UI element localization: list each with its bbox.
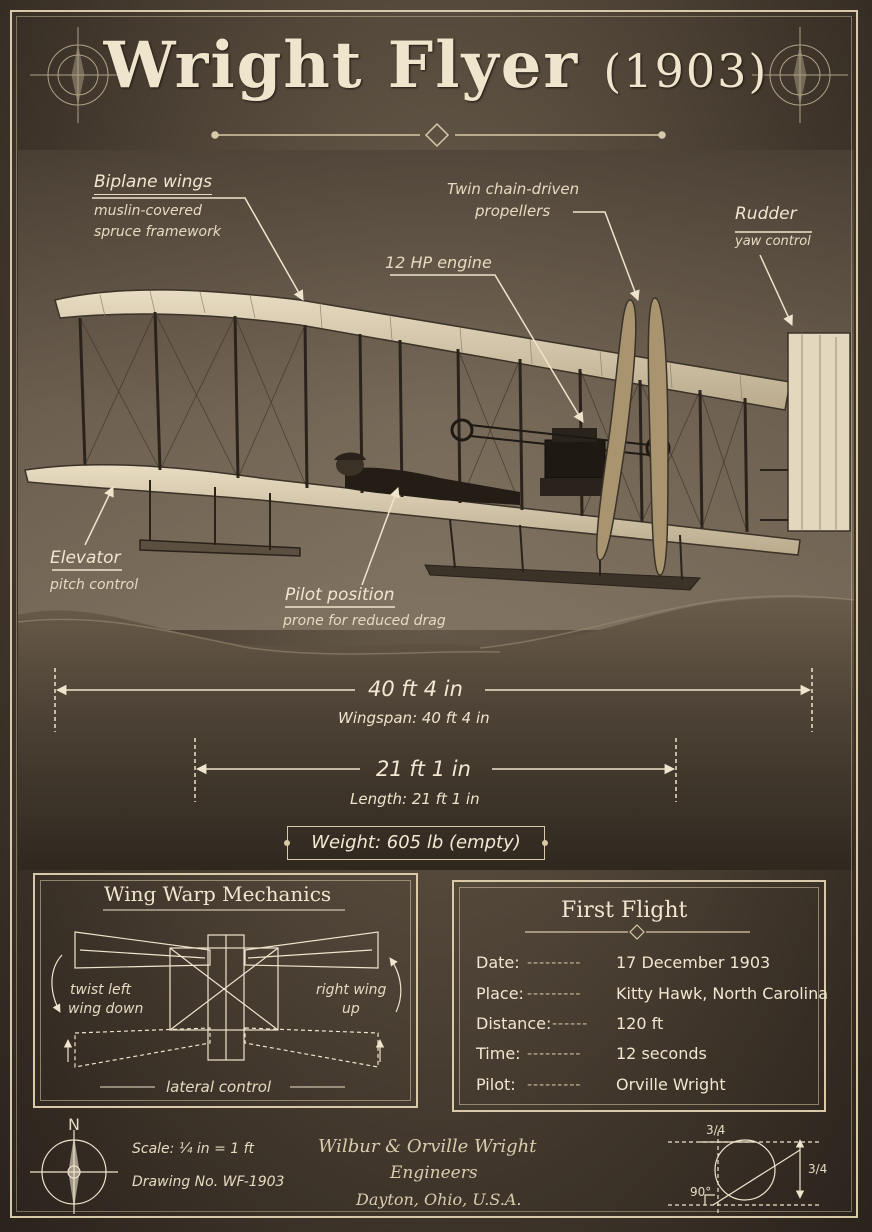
callout-propellers-line1: Twin chain-driven	[447, 180, 580, 198]
callout-rudder: Rudder	[735, 204, 797, 224]
geometry-right-label: 3/4	[808, 1162, 828, 1176]
dimension-lines	[54, 668, 813, 802]
wing-warp-right-note1: right wing	[316, 982, 387, 998]
callout-rudder-sub: yaw control	[735, 234, 811, 249]
leader-dots: ---------	[527, 955, 582, 971]
first-flight-title: First Flight	[561, 898, 688, 923]
compass-north-letter: N	[68, 1115, 80, 1134]
poster-frame	[10, 10, 858, 1218]
first-flight-distance-label: Distance:	[476, 1014, 552, 1033]
first-flight-date-label: Date:	[476, 953, 520, 972]
dunes-ground	[18, 597, 854, 870]
first-flight-time-value: 12 seconds	[616, 1044, 707, 1063]
page-title: Wright Flyer (1903)	[0, 28, 872, 103]
wing-warp-caption: lateral control	[166, 1078, 272, 1096]
callout-elevator-sub: pitch control	[50, 577, 139, 593]
first-flight-ornament	[525, 924, 750, 940]
compass-rose-top-right	[752, 27, 848, 123]
first-flight-pilot-value: Orville Wright	[616, 1075, 726, 1094]
rudder	[787, 332, 851, 532]
leader-dots: ---------	[527, 1046, 582, 1062]
first-flight-panel	[452, 880, 826, 1112]
wingspan-value: 40 ft 4 in	[368, 677, 463, 701]
length-caption: Length: 21 ft 1 in	[350, 790, 480, 808]
callout-biplane-wings: Biplane wings	[94, 172, 213, 195]
first-flight-date-value: 17 December 1903	[616, 953, 771, 972]
callout-pilot-position-sub: prone for reduced drag	[283, 613, 446, 629]
first-flight-distance-value: 120 ft	[616, 1014, 664, 1033]
wing-warp-panel	[33, 873, 418, 1108]
leader-dots: ------	[552, 1016, 589, 1032]
callout-biplane-wings-sub1: muslin-covered	[94, 203, 202, 219]
credit-line1: Wilbur & Orville Wright	[318, 1136, 537, 1157]
wingspan-caption: Wingspan: 40 ft 4 in	[338, 709, 490, 727]
compass-rose-top-left	[30, 27, 126, 123]
compass-north	[30, 1130, 118, 1214]
callout-elevator: Elevator	[50, 548, 121, 568]
title-ornament	[211, 122, 666, 148]
wing-warp-diagram	[51, 909, 402, 1088]
first-flight-place-value: Kitty Hawk, North Carolina	[616, 984, 829, 1003]
first-flight-place-label: Place:	[476, 984, 524, 1003]
pilot-figure	[334, 452, 520, 505]
credit-line2: Engineers	[390, 1163, 478, 1183]
poster-frame-inner	[16, 16, 852, 1212]
callout-pilot-position: Pilot position	[285, 585, 395, 605]
wing-warp-left-note1: twist left	[70, 982, 131, 998]
length-value: 21 ft 1 in	[376, 757, 471, 781]
propellers	[596, 297, 669, 576]
leader-dots: ---------	[527, 1077, 582, 1093]
wing-warp-right-note2: up	[342, 1001, 360, 1017]
aircraft-illustration	[24, 289, 851, 591]
weight-box: Weight: 605 lb (empty)	[287, 826, 545, 860]
wing-warp-title: Wing Warp Mechanics	[104, 882, 332, 906]
callout-propellers-line2: propellers	[475, 202, 551, 220]
credit-line3: Dayton, Ohio, U.S.A.	[356, 1190, 522, 1209]
first-flight-time-label: Time:	[476, 1044, 521, 1063]
leader-dots: ---------	[527, 986, 582, 1002]
first-flight-pilot-label: Pilot:	[476, 1075, 516, 1094]
title-year: (1903)	[603, 44, 769, 98]
title-main: Wright Flyer	[103, 28, 580, 103]
scale-note: Scale: ¼ in = 1 ft	[132, 1141, 255, 1157]
drawing-number: Drawing No. WF-1903	[132, 1174, 285, 1190]
callout-engine: 12 HP engine	[385, 253, 492, 272]
engine	[450, 418, 671, 496]
upper-wing	[54, 289, 791, 411]
geometry-diagram	[668, 1132, 820, 1215]
geometry-top-label: 3/4	[706, 1123, 726, 1137]
callout-lines	[52, 197, 812, 608]
geometry-angle-label: 90°	[690, 1185, 712, 1199]
wing-warp-left-note2: wing down	[68, 1001, 144, 1017]
callout-biplane-wings-sub2: spruce framework	[94, 224, 221, 240]
